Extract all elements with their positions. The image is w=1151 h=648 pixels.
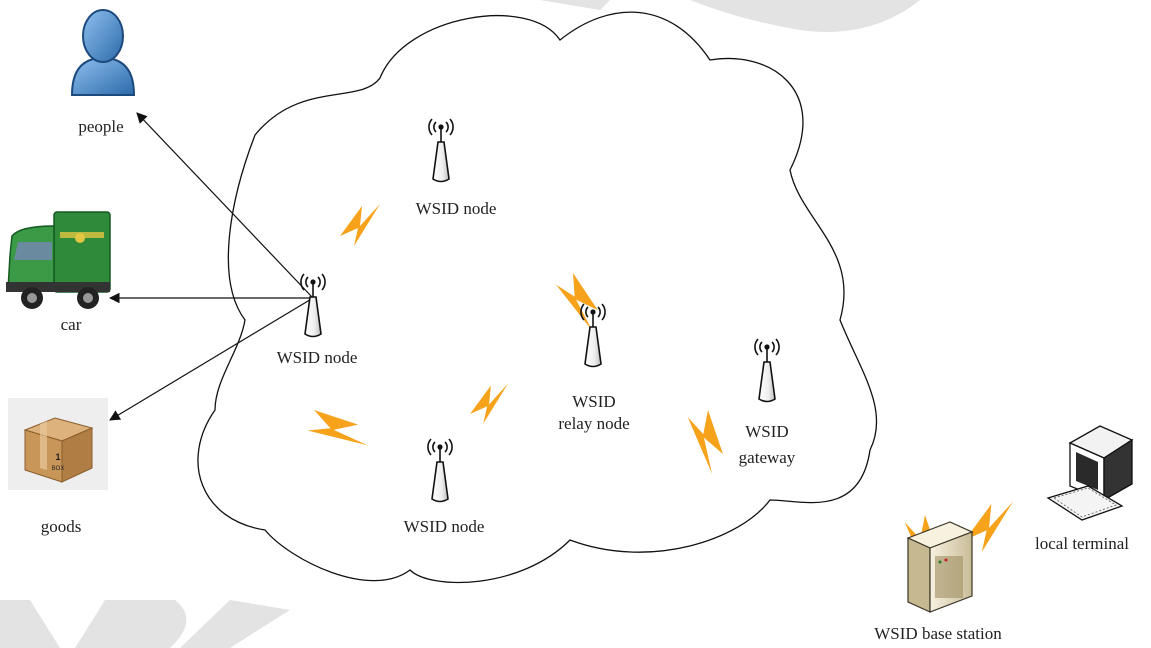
svg-text:BOX: BOX [52, 466, 65, 472]
label-people: people [78, 117, 124, 136]
antenna-icon [428, 118, 454, 183]
svg-text:1: 1 [55, 452, 60, 462]
box-icon: 1 BOX [8, 398, 108, 490]
network-cloud [197, 11, 878, 584]
label-wsid-relay-line1: WSID [572, 392, 616, 411]
label-wsid-gateway-line1: WSID [745, 422, 789, 441]
label-car: car [60, 315, 82, 334]
truck-icon [6, 211, 111, 309]
antenna-relay [580, 303, 606, 368]
label-wsid-node-left: WSID node [276, 348, 358, 367]
arrow-to-people [136, 112, 314, 299]
lightning-icon [302, 397, 368, 462]
antenna-icon [754, 338, 780, 403]
antenna-node-left [300, 273, 326, 338]
antenna-icon [427, 438, 453, 503]
label-goods: goods [40, 517, 82, 536]
arrow-to-goods [109, 297, 314, 421]
antenna-node-top [428, 118, 454, 183]
antenna-node-bottom [427, 438, 453, 503]
label-wsid-node-top: WSID node [415, 199, 497, 218]
antenna-gateway [754, 338, 780, 403]
watermark-shapes [0, 0, 920, 648]
lightning-icon [470, 383, 508, 424]
label-wsid-base-station: WSID base station [874, 624, 1002, 643]
lightning-icon [545, 268, 610, 332]
label-wsid-node-bottom: WSID node [403, 517, 485, 536]
connection-arrows [108, 112, 314, 421]
antenna-icon [580, 303, 606, 368]
computer-icon [1046, 425, 1134, 521]
server-icon [906, 521, 974, 613]
person-icon [70, 9, 136, 96]
label-local-terminal: local terminal [1035, 534, 1129, 553]
lightning-icon [340, 204, 380, 246]
antenna-icon [300, 273, 326, 338]
label-wsid-relay-line2: relay node [558, 414, 630, 433]
label-wsid-gateway-line2: gateway [738, 448, 796, 467]
